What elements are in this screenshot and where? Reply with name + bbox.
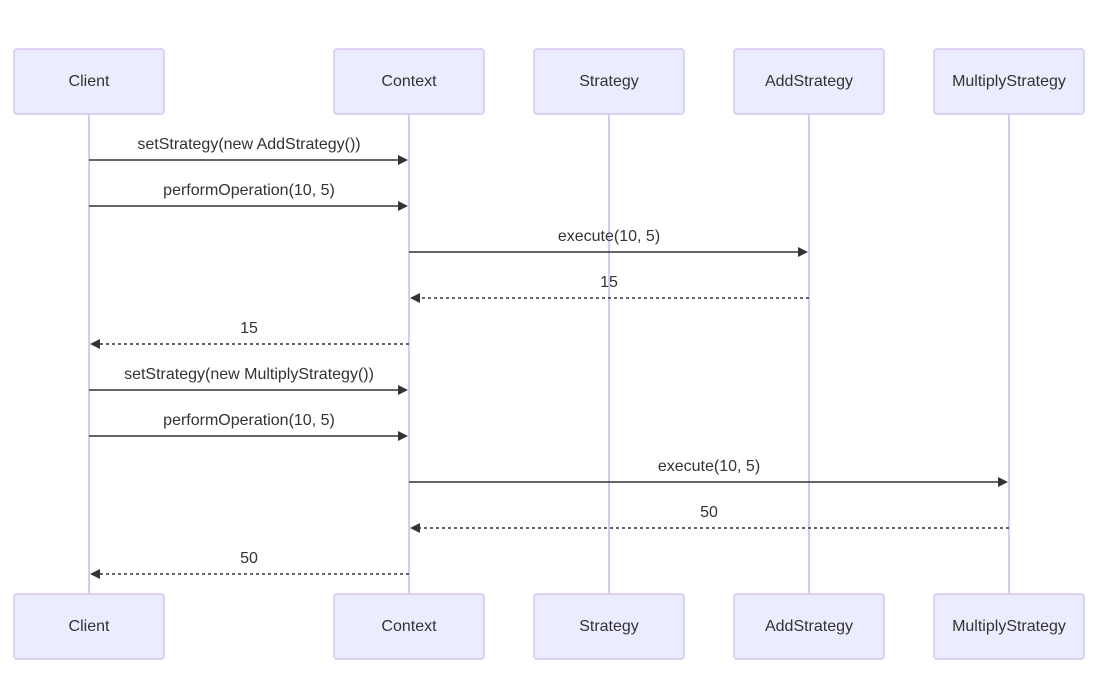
actor-context-top: Context <box>333 48 485 115</box>
lifelines <box>88 114 1010 594</box>
message-10: 50 <box>90 550 409 579</box>
message-label: 50 <box>700 504 718 521</box>
arrowhead <box>398 155 408 165</box>
message-label: setStrategy(new AddStrategy()) <box>137 136 360 153</box>
actor-box <box>533 48 685 115</box>
actor-label: Client <box>69 618 110 635</box>
actor-label: Context <box>381 618 437 635</box>
actor-box <box>333 48 485 115</box>
message-1: setStrategy(new AddStrategy()) <box>89 136 408 165</box>
actor-box <box>533 593 685 660</box>
actor-label: Client <box>69 73 110 90</box>
message-label: performOperation(10, 5) <box>163 182 335 199</box>
arrowhead <box>410 293 420 303</box>
actor-strategy-bottom: Strategy <box>533 593 685 660</box>
message-label: performOperation(10, 5) <box>163 412 335 429</box>
message-label: 50 <box>240 550 258 567</box>
arrowhead <box>90 569 100 579</box>
message-9: 50 <box>410 504 1009 533</box>
arrowhead <box>410 523 420 533</box>
actor-box <box>933 593 1085 660</box>
actor-label: Strategy <box>579 618 639 635</box>
actor-label: AddStrategy <box>765 618 853 635</box>
actor-label: AddStrategy <box>765 73 853 90</box>
arrowhead <box>998 477 1008 487</box>
message-label: 15 <box>600 274 618 291</box>
arrowhead <box>398 431 408 441</box>
actor-box <box>733 593 885 660</box>
actor-add-bottom: AddStrategy <box>733 593 885 660</box>
message-4: 15 <box>410 274 809 303</box>
arrowhead <box>398 385 408 395</box>
actor-multiply-bottom: MultiplyStrategy <box>933 593 1085 660</box>
messages: setStrategy(new AddStrategy()) performOpe… <box>89 136 1009 579</box>
actor-context-bottom: Context <box>333 593 485 660</box>
actor-multiply-top: MultiplyStrategy <box>933 48 1085 115</box>
actor-client-top: Client <box>13 48 165 115</box>
message-8: execute(10, 5) <box>409 458 1008 487</box>
message-2: performOperation(10, 5) <box>89 182 408 211</box>
actors-top: Client Context Strategy AddStrategy Multiply… <box>13 48 1085 115</box>
actor-label: Context <box>381 73 437 90</box>
message-6: setStrategy(new MultiplyStrategy()) <box>89 366 408 395</box>
actor-label: MultiplyStrategy <box>952 618 1066 635</box>
message-label: execute(10, 5) <box>558 228 660 245</box>
actor-client-bottom: Client <box>13 593 165 660</box>
actor-box <box>13 593 165 660</box>
message-7: performOperation(10, 5) <box>89 412 408 441</box>
actor-label: MultiplyStrategy <box>952 73 1066 90</box>
message-label: execute(10, 5) <box>658 458 760 475</box>
actor-box <box>933 48 1085 115</box>
message-5: 15 <box>90 320 409 349</box>
arrowhead <box>90 339 100 349</box>
actors-bottom: Client Context Strategy AddStrategy Multiply… <box>13 593 1085 660</box>
message-label: 15 <box>240 320 258 337</box>
message-label: setStrategy(new MultiplyStrategy()) <box>124 366 374 383</box>
actor-label: Strategy <box>579 73 639 90</box>
message-3: execute(10, 5) <box>409 228 808 257</box>
actor-strategy-top: Strategy <box>533 48 685 115</box>
actor-box <box>13 48 165 115</box>
actor-box <box>333 593 485 660</box>
arrowhead <box>398 201 408 211</box>
actor-add-top: AddStrategy <box>733 48 885 115</box>
actor-box <box>733 48 885 115</box>
arrowhead <box>798 247 808 257</box>
